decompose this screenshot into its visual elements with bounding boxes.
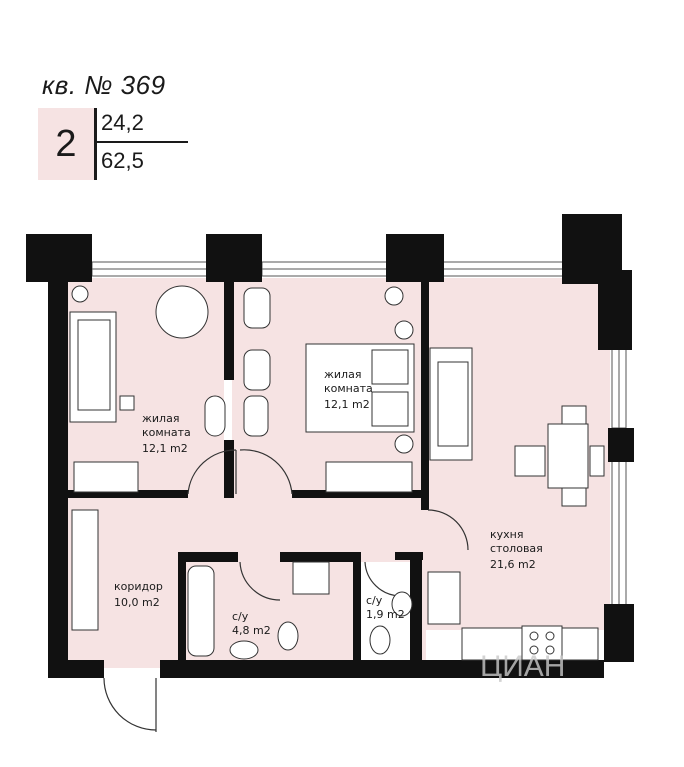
toilet-bath-1	[277, 621, 299, 651]
outlet-icon	[119, 395, 135, 411]
wall-room1-bottom	[66, 490, 188, 498]
door-kitchen	[427, 509, 469, 551]
wall-bottom-left	[48, 660, 104, 678]
doors	[103, 449, 469, 732]
windows	[91, 261, 627, 606]
dresser-room-1	[73, 461, 139, 493]
wall-bath-top-1	[178, 552, 238, 562]
living-room-1-name: жилая	[142, 412, 179, 425]
wall-column-1	[26, 234, 92, 282]
chair2-room-2	[243, 395, 269, 437]
total-area-value: 62,5	[101, 148, 144, 173]
wall-partition-1	[224, 280, 234, 380]
corridor-name: коридор	[114, 580, 163, 593]
dining-table	[547, 423, 589, 489]
dining-chair	[514, 445, 546, 477]
area-divider-horizontal	[94, 141, 188, 143]
round-table	[155, 285, 209, 339]
dresser-room-2	[325, 461, 413, 493]
door-bath-2	[364, 561, 401, 597]
wall-room2-bottom	[292, 490, 428, 498]
kitchen-area: 21,6 m2	[490, 558, 536, 571]
wall-bath-top-2	[280, 552, 360, 562]
armchair-room-2	[243, 349, 271, 391]
kitchen-name: кухня	[490, 528, 523, 541]
wall-partition-2	[421, 280, 429, 510]
chair-room-2	[243, 287, 271, 329]
wall-bath-mid	[353, 552, 361, 664]
lamp-icon	[394, 434, 414, 454]
wardrobe	[71, 509, 99, 631]
wall-right-bottom	[604, 604, 634, 662]
room-labels: жилая комната 12,1 m2 жилая комната 12,1…	[114, 368, 543, 637]
stove-icon	[521, 625, 563, 661]
fridge	[427, 571, 461, 625]
living-room-1-name-2: комната	[142, 426, 191, 439]
corridor-area: 10,0 m2	[114, 596, 160, 609]
living-room-2-name: жилая	[324, 368, 361, 381]
toilet-bath-2	[369, 625, 391, 655]
living-room-2-area: 12,1 m2	[324, 398, 370, 411]
shaft	[292, 561, 330, 595]
wall-bath2-top	[395, 552, 423, 560]
area-divider-vertical	[94, 108, 97, 180]
sink-bath-1	[229, 640, 259, 660]
door-bath-1	[239, 561, 281, 601]
bathroom-1-area: 4,8 m2	[232, 624, 271, 637]
wall-partition-door	[224, 440, 234, 498]
kitchen-name-2: столовая	[490, 542, 543, 555]
bathroom-2-area: 1,9 m2	[366, 608, 405, 621]
lamp-icon	[394, 320, 414, 340]
wall-right-mid	[608, 428, 634, 462]
bathroom-2-name: с/у	[366, 594, 383, 607]
wall-column-3	[386, 234, 444, 282]
lamp-icon	[384, 286, 404, 306]
walls	[26, 214, 634, 678]
door-entrance	[103, 677, 157, 731]
lamp-icon	[71, 285, 89, 303]
furniture	[69, 285, 605, 661]
wall-column-2	[206, 234, 262, 282]
door-room-2	[239, 449, 293, 495]
chair-room-1	[204, 395, 226, 437]
living-room-2-name-2: комната	[324, 382, 373, 395]
watermark: ЦИАН	[480, 650, 565, 683]
sink-bath-2	[391, 591, 413, 617]
bathtub	[187, 565, 215, 657]
bathroom-1-name: с/у	[232, 610, 249, 623]
living-room-1-area: 12,1 m2	[142, 442, 188, 455]
wall-bath-right	[410, 552, 422, 664]
wall-bottom	[160, 660, 604, 678]
apartment-title: кв. № 369	[42, 70, 166, 100]
door-room-1	[187, 449, 237, 495]
living-area-value: 24,2	[101, 110, 144, 135]
wall-right-top	[598, 270, 632, 350]
rooms-count-badge: 2	[38, 108, 94, 180]
wall-bath-left	[178, 552, 186, 664]
wall-left	[48, 278, 68, 678]
